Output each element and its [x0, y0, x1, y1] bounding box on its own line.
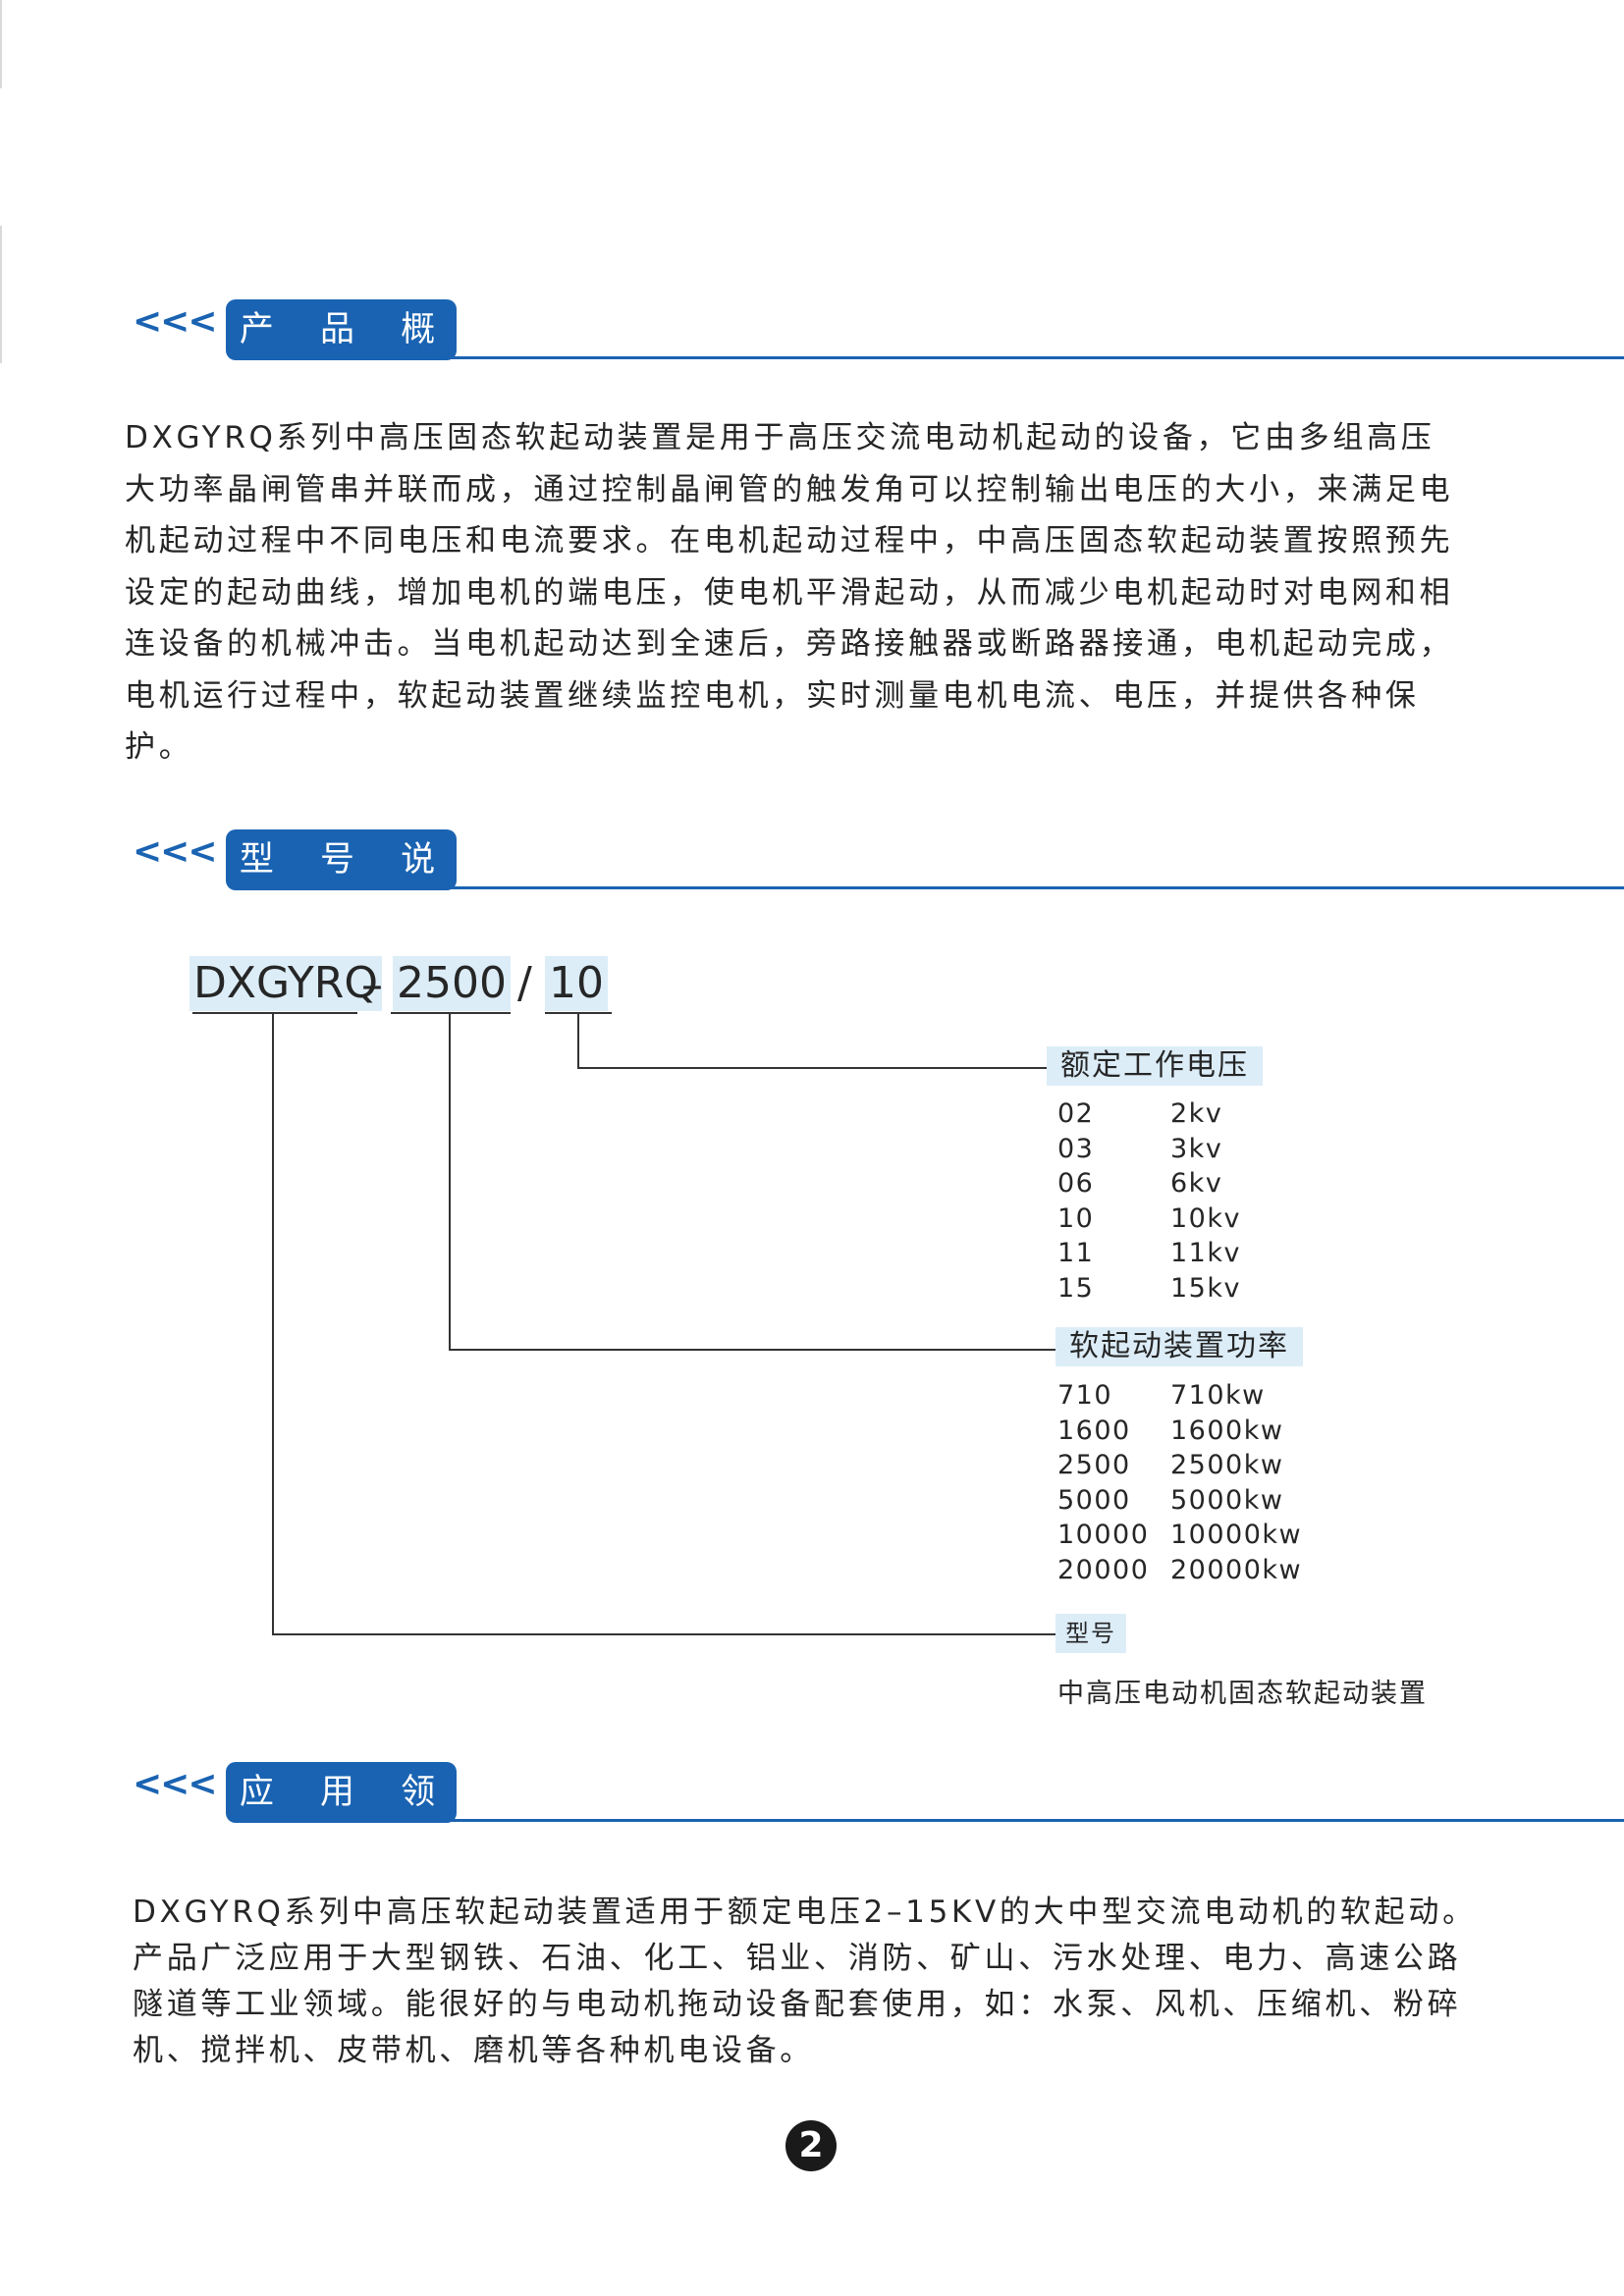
type-label: 型号 [1056, 1614, 1126, 1653]
value-cell: 710kw [1170, 1380, 1266, 1411]
page-number-badge: 2 [785, 2120, 837, 2171]
code-cell: 710 [1057, 1380, 1113, 1411]
left-edge-mark [0, 226, 2, 363]
type-description: 中高压电动机固态软起动装置 [1057, 1679, 1428, 1709]
section-title: 应 用 领 域 [226, 1762, 457, 1873]
code-cell: 11 [1057, 1238, 1095, 1268]
code-cell: 15 [1057, 1272, 1095, 1304]
section-rule [442, 356, 1624, 359]
left-edge-mark [0, 0, 2, 88]
code-cell: 20000 [1057, 1554, 1150, 1585]
code-cell: 1600 [1057, 1415, 1131, 1446]
voltage-label: 额定工作电压 [1047, 1046, 1263, 1086]
code-cell: 10000 [1057, 1520, 1150, 1550]
connector-line [577, 1067, 1047, 1069]
value-cell: 15kv [1170, 1272, 1241, 1304]
code-cell: 10 [1057, 1202, 1095, 1234]
value-cell: 3kv [1170, 1133, 1223, 1164]
value-cell: 6kv [1170, 1168, 1223, 1199]
value-cell: 20000kw [1170, 1554, 1303, 1585]
code-underline [545, 1012, 612, 1014]
model-code-slash: / [517, 958, 532, 1008]
triple-chevron-icon: <<< [133, 301, 217, 342]
section-rule [442, 1819, 1624, 1822]
section-header-model: <<< 型 号 说 明 [133, 829, 1624, 940]
connector-line [577, 1014, 579, 1068]
connector-line [449, 1349, 1056, 1351]
model-code-power: 2500 [393, 956, 511, 1011]
section-rule [442, 886, 1624, 889]
power-label: 软起动装置功率 [1056, 1327, 1303, 1366]
code-cell: 03 [1057, 1133, 1095, 1164]
triple-chevron-icon: <<< [133, 831, 217, 872]
value-cell: 2kv [1170, 1098, 1223, 1129]
code-underline [391, 1012, 511, 1014]
model-code-dash: – [361, 960, 383, 1010]
value-cell: 10000kw [1170, 1520, 1303, 1550]
section-header-overview: <<< 产 品 概 述 [133, 299, 1624, 410]
connector-line [272, 1633, 1056, 1635]
overview-paragraph: DXGYRQ系列中高压固态软起动装置是用于高压交流电动机起动的设备，它由多组高压… [125, 420, 1454, 765]
value-cell: 11kv [1170, 1238, 1241, 1268]
value-cell: 10kv [1170, 1202, 1241, 1234]
code-cell: 02 [1057, 1098, 1095, 1129]
code-cell: 06 [1057, 1168, 1095, 1199]
value-cell: 1600kw [1170, 1415, 1284, 1446]
model-code-voltage: 10 [545, 956, 608, 1011]
connector-line [272, 1014, 274, 1634]
triple-chevron-icon: <<< [133, 1764, 217, 1804]
code-underline [192, 1012, 357, 1014]
code-cell: 2500 [1057, 1450, 1131, 1480]
connector-line [449, 1014, 451, 1350]
code-cell: 5000 [1057, 1484, 1131, 1516]
section-header-application: <<< 应 用 领 域 [133, 1762, 1624, 1873]
value-cell: 5000kw [1170, 1484, 1284, 1516]
value-cell: 2500kw [1170, 1450, 1284, 1480]
section-title: 型 号 说 明 [226, 829, 457, 940]
section-title: 产 品 概 述 [226, 299, 457, 410]
model-code-series: DXGYRQ [189, 956, 383, 1011]
application-paragraph: DXGYRQ系列中高压软起动装置适用于额定电压2–15KV的大中型交流电动机的软… [133, 1895, 1477, 2068]
